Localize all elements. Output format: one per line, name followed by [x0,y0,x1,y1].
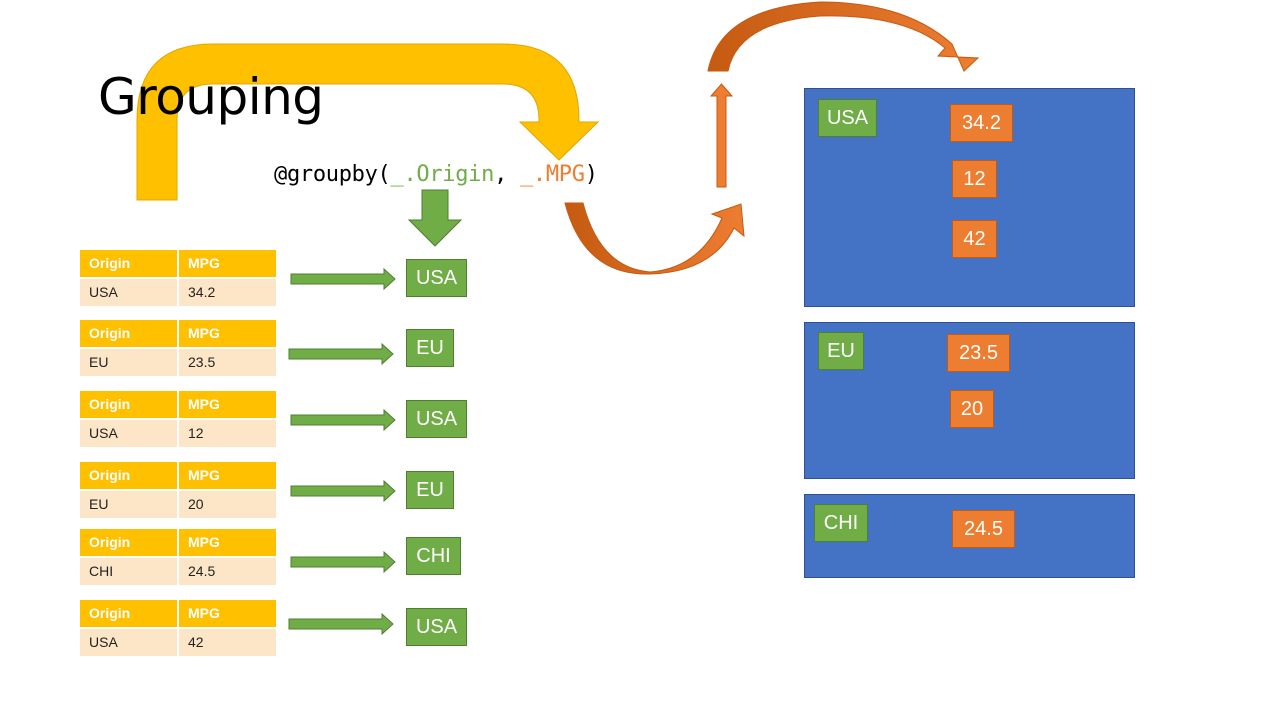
cell-origin: USA [89,634,118,650]
code-separator: , [494,162,520,187]
cell-mpg: 20 [188,496,204,512]
key-box-4: EU [406,471,454,509]
cell-mpg: 24.5 [188,563,216,579]
column-divider [177,600,179,656]
cell-origin: USA [89,425,118,441]
row-table-1: Origin MPG USA 34.2 [80,250,276,306]
group-value: 42 [952,220,997,258]
groupby-code: @groupby(_.Origin, _.MPG) [274,162,598,187]
cell-origin: USA [89,284,118,300]
header-origin: Origin [89,534,131,550]
row-arrow-4 [290,479,396,503]
row-arrow-2 [288,342,394,366]
cell-mpg: 12 [188,425,204,441]
header-mpg: MPG [188,534,220,550]
group-value: 24.5 [952,510,1015,548]
cell-mpg: 42 [188,634,204,650]
header-mpg: MPG [188,325,220,341]
column-divider [177,320,179,376]
header-origin: Origin [89,255,131,271]
row-arrows [288,267,396,636]
group-value: 34.2 [950,104,1013,142]
key-box-3: USA [406,400,467,438]
column-divider [177,250,179,306]
row-table-6: Origin MPG USA 42 [80,600,276,656]
code-prefix: @groupby( [274,162,391,187]
header-mpg: MPG [188,255,220,271]
orange-curve-arrow-top [707,1,980,72]
header-origin: Origin [89,325,131,341]
group-value: 12 [952,160,997,198]
row-table-3: Origin MPG USA 12 [80,391,276,447]
header-origin: Origin [89,467,131,483]
column-divider [177,462,179,518]
down-arrow-icon [407,189,463,247]
key-box-6: USA [406,608,467,646]
group-value: 20 [950,390,994,428]
row-table-4: Origin MPG EU 20 [80,462,276,518]
cell-origin: EU [89,354,109,370]
code-suffix: ) [584,162,598,187]
row-table-5: Origin MPG CHI 24.5 [80,529,276,585]
column-divider [177,529,179,585]
cell-origin: CHI [89,563,114,579]
orange-up-arrow [709,83,734,188]
header-mpg: MPG [188,467,220,483]
orange-curve-arrow-bottom [564,202,745,275]
cell-mpg: 34.2 [188,284,216,300]
row-arrow-6 [288,612,394,636]
group-key-usa: USA [818,99,877,137]
row-arrow-1 [290,267,396,291]
header-mpg: MPG [188,396,220,412]
key-box-1: USA [406,259,467,297]
header-origin: Origin [89,605,131,621]
gold-uturn-arrow [136,43,600,201]
column-divider [177,391,179,447]
key-box-5: CHI [406,537,461,575]
group-key-chi: CHI [814,504,868,542]
code-mpg-arg: _.MPG [519,162,585,187]
group-value: 23.5 [947,334,1010,372]
header-origin: Origin [89,396,131,412]
code-origin-arg: _.Origin [390,162,495,187]
group-key-eu: EU [818,332,864,370]
page-title: Grouping [98,68,324,126]
row-arrow-5 [290,550,396,574]
cell-origin: EU [89,496,109,512]
row-table-2: Origin MPG EU 23.5 [80,320,276,376]
key-box-2: EU [406,329,454,367]
row-arrow-3 [290,408,396,432]
cell-mpg: 23.5 [188,354,216,370]
header-mpg: MPG [188,605,220,621]
